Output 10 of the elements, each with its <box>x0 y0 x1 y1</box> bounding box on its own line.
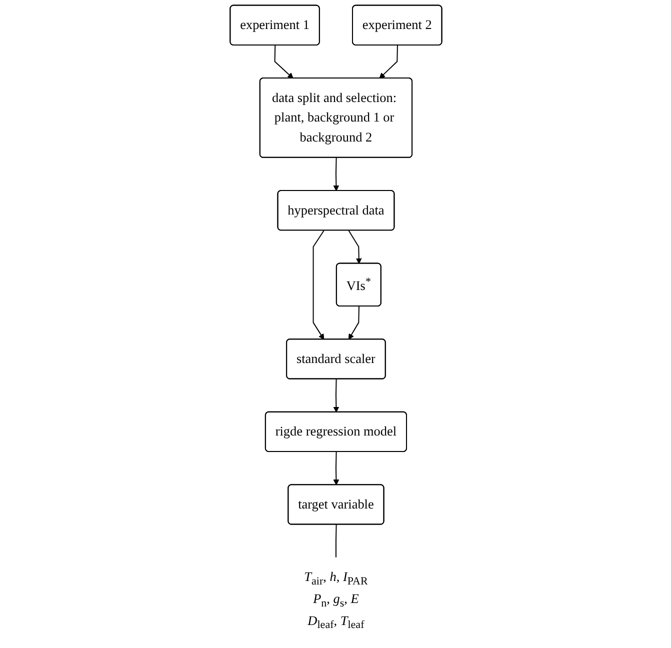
arrow <box>378 44 398 79</box>
arrow <box>312 230 324 340</box>
arrow <box>348 230 362 264</box>
arrow <box>274 44 293 79</box>
connector <box>335 524 336 558</box>
arrow <box>332 451 339 486</box>
arrow <box>332 157 339 192</box>
node-text: T$_{air}$, h, I$_{PAR}$ P$_{n}$, g$_{s}$, E D$_{leaf}$, T$_{leaf}$ <box>304 570 368 631</box>
arrow <box>332 378 339 412</box>
arrow <box>348 306 360 340</box>
